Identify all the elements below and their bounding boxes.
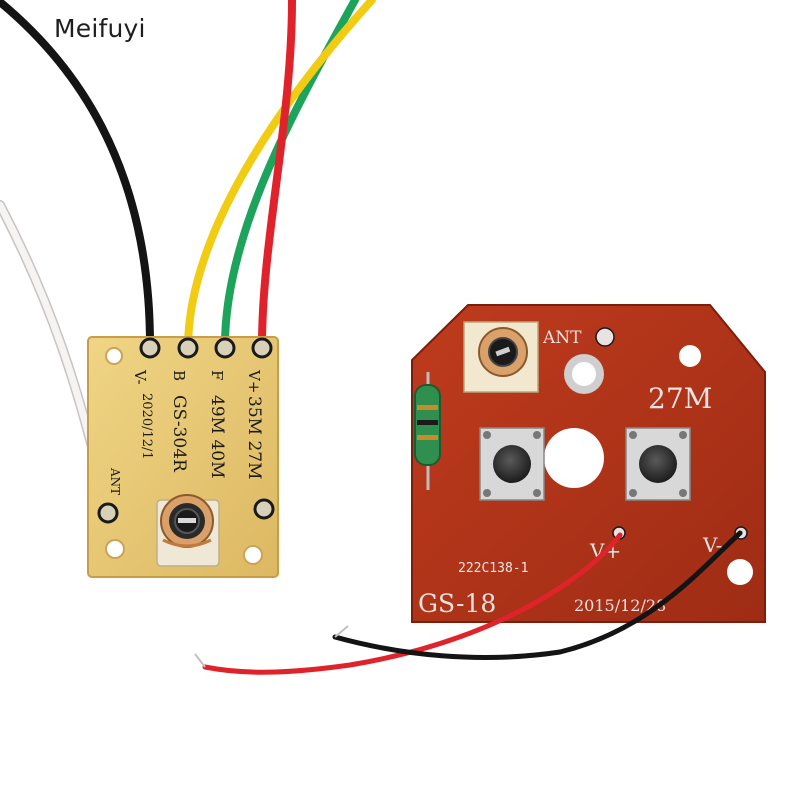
tx-part-code: 222C138-1 xyxy=(458,561,528,576)
black-wire xyxy=(0,0,154,349)
tx-vminus: V- xyxy=(702,533,722,557)
pin-label-b: B xyxy=(170,370,188,381)
tx-model: GS-18 xyxy=(418,589,496,618)
receiver-board: V- B F V+ 35M 27M 49M 40M GS-304R 2020/1… xyxy=(87,336,279,578)
tactile-button-left xyxy=(479,427,545,501)
transmitter-wires xyxy=(194,530,743,675)
receiver-model: GS-304R xyxy=(169,395,189,473)
receiver-wires xyxy=(0,0,376,510)
tx-ant-label: ANT xyxy=(542,328,582,348)
red-wire-tx xyxy=(202,532,623,675)
red-wire xyxy=(258,0,296,349)
tactile-button-right xyxy=(625,427,691,501)
brand-watermark: Meifuyi xyxy=(54,14,146,43)
trimmer-coil xyxy=(156,494,220,567)
tx-freq: 27M xyxy=(648,382,712,415)
black-wire-tx xyxy=(332,530,743,660)
tx-date: 2015/12/28 xyxy=(574,596,666,615)
freq-line: 35M 27M xyxy=(244,396,264,479)
pin-label-vplus: V+ xyxy=(245,369,263,393)
receiver-ant-label: ANT xyxy=(108,467,122,495)
inductor xyxy=(414,372,441,490)
pin-label-vminus: V- xyxy=(131,369,149,385)
pin-label-f: F xyxy=(208,370,226,380)
yellow-wire xyxy=(184,0,376,349)
transmitter-board: ANT 27M xyxy=(411,304,766,623)
receiver-date: 2020/12/1 xyxy=(139,393,154,460)
pin-pads xyxy=(97,337,275,524)
model-line: 49M 40M xyxy=(207,395,227,478)
tx-trimmer-coil xyxy=(463,321,539,393)
